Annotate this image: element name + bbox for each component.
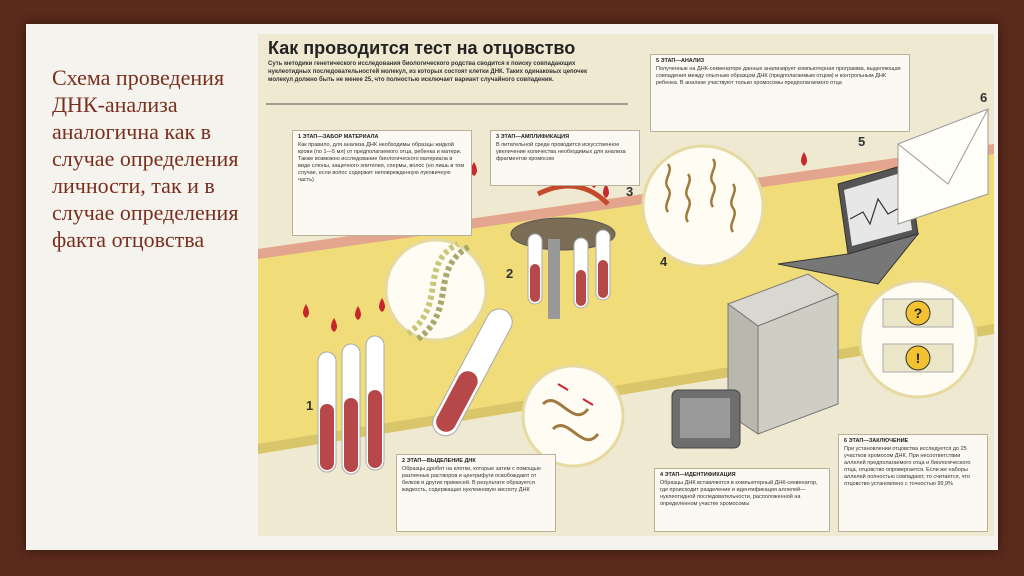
step-6-box: 6 ЭТАП—ЗАКЛЮЧЕНИЕ При установлении отцов…	[838, 434, 988, 532]
step-number-1: 1	[306, 398, 314, 413]
step-2-box: 2 ЭТАП—ВЫДЕЛЕНИЕ ДНК Образцы дробят на к…	[396, 454, 556, 532]
step-4-title: 4 ЭТАП—ИДЕНТИФИКАЦИЯ	[660, 472, 736, 478]
step-number-6: 6	[980, 90, 988, 105]
exclamation-symbol: !	[916, 350, 921, 366]
sample-tube	[432, 308, 513, 437]
step-3-title: 3 ЭТАП—АМПЛИФИКАЦИЯ	[496, 134, 570, 140]
step-number-2: 2	[506, 266, 514, 281]
infographic-title: Как проводится тест на отцовство	[268, 38, 576, 58]
dna-magnifier	[384, 238, 488, 342]
step-5-text: Полученные на ДНК-секвенаторе данные ана…	[656, 66, 901, 86]
dna-sequencer	[726, 273, 840, 435]
conclusion-magnifier	[858, 279, 978, 399]
paternity-test-infographic: ? ! Как проводится тест на отцовство Сут…	[258, 34, 994, 536]
step-2-text: Образцы дробят на клетки, которые затем …	[402, 466, 541, 493]
step-1-box: 1 ЭТАП—ЗАБОР МАТЕРИАЛА Как правило, для …	[292, 130, 472, 236]
step-6-text: При установлении отцовства исследуется д…	[844, 446, 971, 487]
step-number-5: 5	[858, 134, 866, 149]
slide-caption: Схема проведения ДНК-анализа аналогична …	[52, 65, 239, 252]
crt-monitor	[671, 389, 741, 449]
step-4-text: Образцы ДНК вставляются в компьютерный Д…	[660, 480, 818, 507]
centrifuge	[510, 183, 616, 319]
step-1-text: Как правило, для анализа ДНК необходимы …	[298, 142, 465, 183]
step-1-title: 1 ЭТАП—ЗАБОР МАТЕРИАЛА	[298, 134, 379, 140]
infographic-subtitle: Суть методики генетического исследования…	[268, 61, 588, 83]
step-6-title: 6 ЭТАП—ЗАКЛЮЧЕНИЕ	[844, 438, 909, 444]
step-5-title: 5 ЭТАП—АНАЛИЗ	[656, 58, 705, 64]
slide: Схема проведения ДНК-анализа аналогична …	[26, 24, 998, 550]
step-3-text: В питательной среде проводится искусстве…	[496, 142, 626, 162]
wall-band	[258, 144, 994, 454]
step-4-box: 4 ЭТАП—ИДЕНТИФИКАЦИЯ Образцы ДНК вставля…	[654, 468, 830, 532]
infographic-artwork: ? !	[258, 103, 994, 475]
analysis-magnifier	[641, 144, 765, 268]
step-number-3: 3	[626, 184, 634, 199]
question-icon	[905, 300, 931, 326]
exclamation-icon	[905, 345, 931, 371]
amplification-magnifier	[521, 364, 625, 468]
question-symbol: ?	[914, 305, 923, 321]
envelope	[897, 108, 989, 225]
test-tubes	[317, 335, 385, 475]
step-number-4: 4	[660, 254, 668, 269]
step-3-box: 3 ЭТАП—АМПЛИФИКАЦИЯ В питательной среде …	[490, 130, 640, 186]
step-5-box: 5 ЭТАП—АНАЛИЗ Полученные на ДНК-секвенат…	[650, 54, 910, 132]
step-2-title: 2 ЭТАП—ВЫДЕЛЕНИЕ ДНК	[402, 458, 476, 464]
